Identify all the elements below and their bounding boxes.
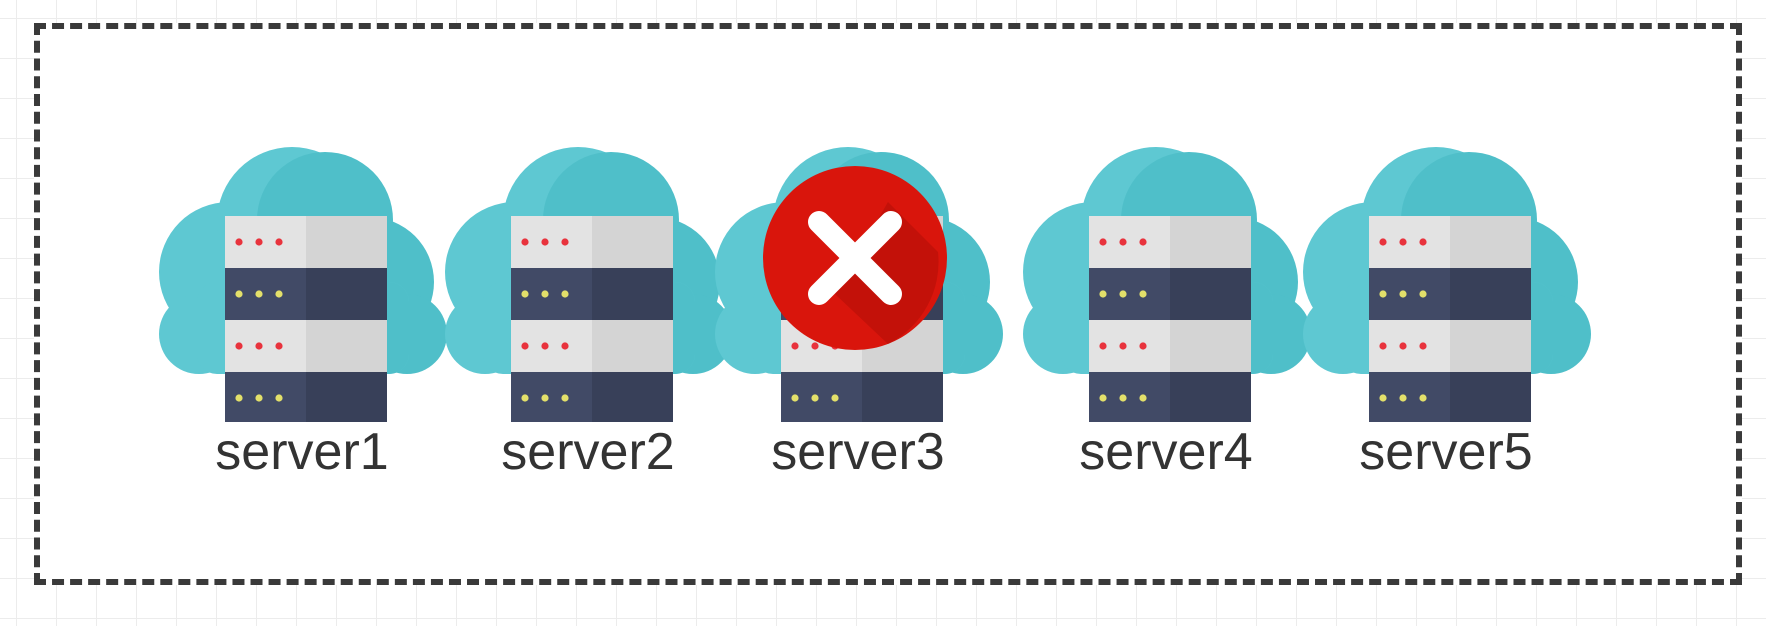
status-led (275, 290, 283, 298)
status-led (791, 342, 799, 350)
status-led (1099, 290, 1107, 298)
status-led (1379, 238, 1387, 246)
status-led (561, 342, 569, 350)
status-led (275, 238, 283, 246)
server-node-5[interactable]: server5 (1301, 122, 1591, 482)
server-label: server5 (1359, 423, 1533, 481)
server-rack (1369, 216, 1531, 422)
status-led (1419, 342, 1427, 350)
status-led (1139, 394, 1147, 402)
status-led (255, 342, 263, 350)
status-led (811, 394, 819, 402)
status-led (255, 394, 263, 402)
server-label: server1 (215, 423, 389, 481)
status-led (1399, 290, 1407, 298)
status-led (561, 394, 569, 402)
status-led (1099, 394, 1107, 402)
server-rack (511, 216, 673, 422)
status-led (521, 342, 529, 350)
cloud-server-icon (445, 147, 733, 422)
cloud-server-icon (1023, 147, 1311, 422)
server-node-3[interactable]: server3 (713, 122, 1003, 482)
status-led (275, 342, 283, 350)
status-led (1139, 342, 1147, 350)
status-led (1379, 394, 1387, 402)
status-led (1399, 238, 1407, 246)
status-led (1419, 238, 1427, 246)
server-node-1[interactable]: server1 (157, 122, 447, 482)
server-node-4[interactable]: server4 (1021, 122, 1311, 482)
status-led (1119, 342, 1127, 350)
status-led (1419, 290, 1427, 298)
cloud-server-icon (159, 147, 447, 422)
status-led (1399, 394, 1407, 402)
status-led (1119, 290, 1127, 298)
status-led (255, 238, 263, 246)
server-rack (225, 216, 387, 422)
status-led (235, 342, 243, 350)
cloud-server-icon (1303, 147, 1591, 422)
status-led (1119, 394, 1127, 402)
status-led (235, 394, 243, 402)
status-led (831, 394, 839, 402)
status-led (1099, 238, 1107, 246)
status-led (1139, 290, 1147, 298)
status-led (521, 394, 529, 402)
status-led (275, 394, 283, 402)
status-led (541, 394, 549, 402)
server-rack (1089, 216, 1251, 422)
status-led (255, 290, 263, 298)
status-led (235, 290, 243, 298)
status-led (1379, 290, 1387, 298)
status-led (541, 238, 549, 246)
status-led (791, 394, 799, 402)
status-led (561, 290, 569, 298)
status-led (1419, 394, 1427, 402)
server-node-2[interactable]: server2 (443, 122, 733, 482)
status-led (1399, 342, 1407, 350)
status-led (541, 290, 549, 298)
status-led (541, 342, 549, 350)
status-led (1379, 342, 1387, 350)
status-led (561, 238, 569, 246)
status-led (811, 342, 819, 350)
status-led (1099, 342, 1107, 350)
server-label: server3 (771, 423, 945, 481)
status-led (521, 238, 529, 246)
status-led (521, 290, 529, 298)
status-led (1139, 238, 1147, 246)
cloud-server-icon (715, 147, 1003, 422)
server-label: server2 (501, 423, 675, 481)
error-x-icon (763, 166, 947, 350)
status-led (235, 238, 243, 246)
status-led (1119, 238, 1127, 246)
server-label: server4 (1079, 423, 1253, 481)
